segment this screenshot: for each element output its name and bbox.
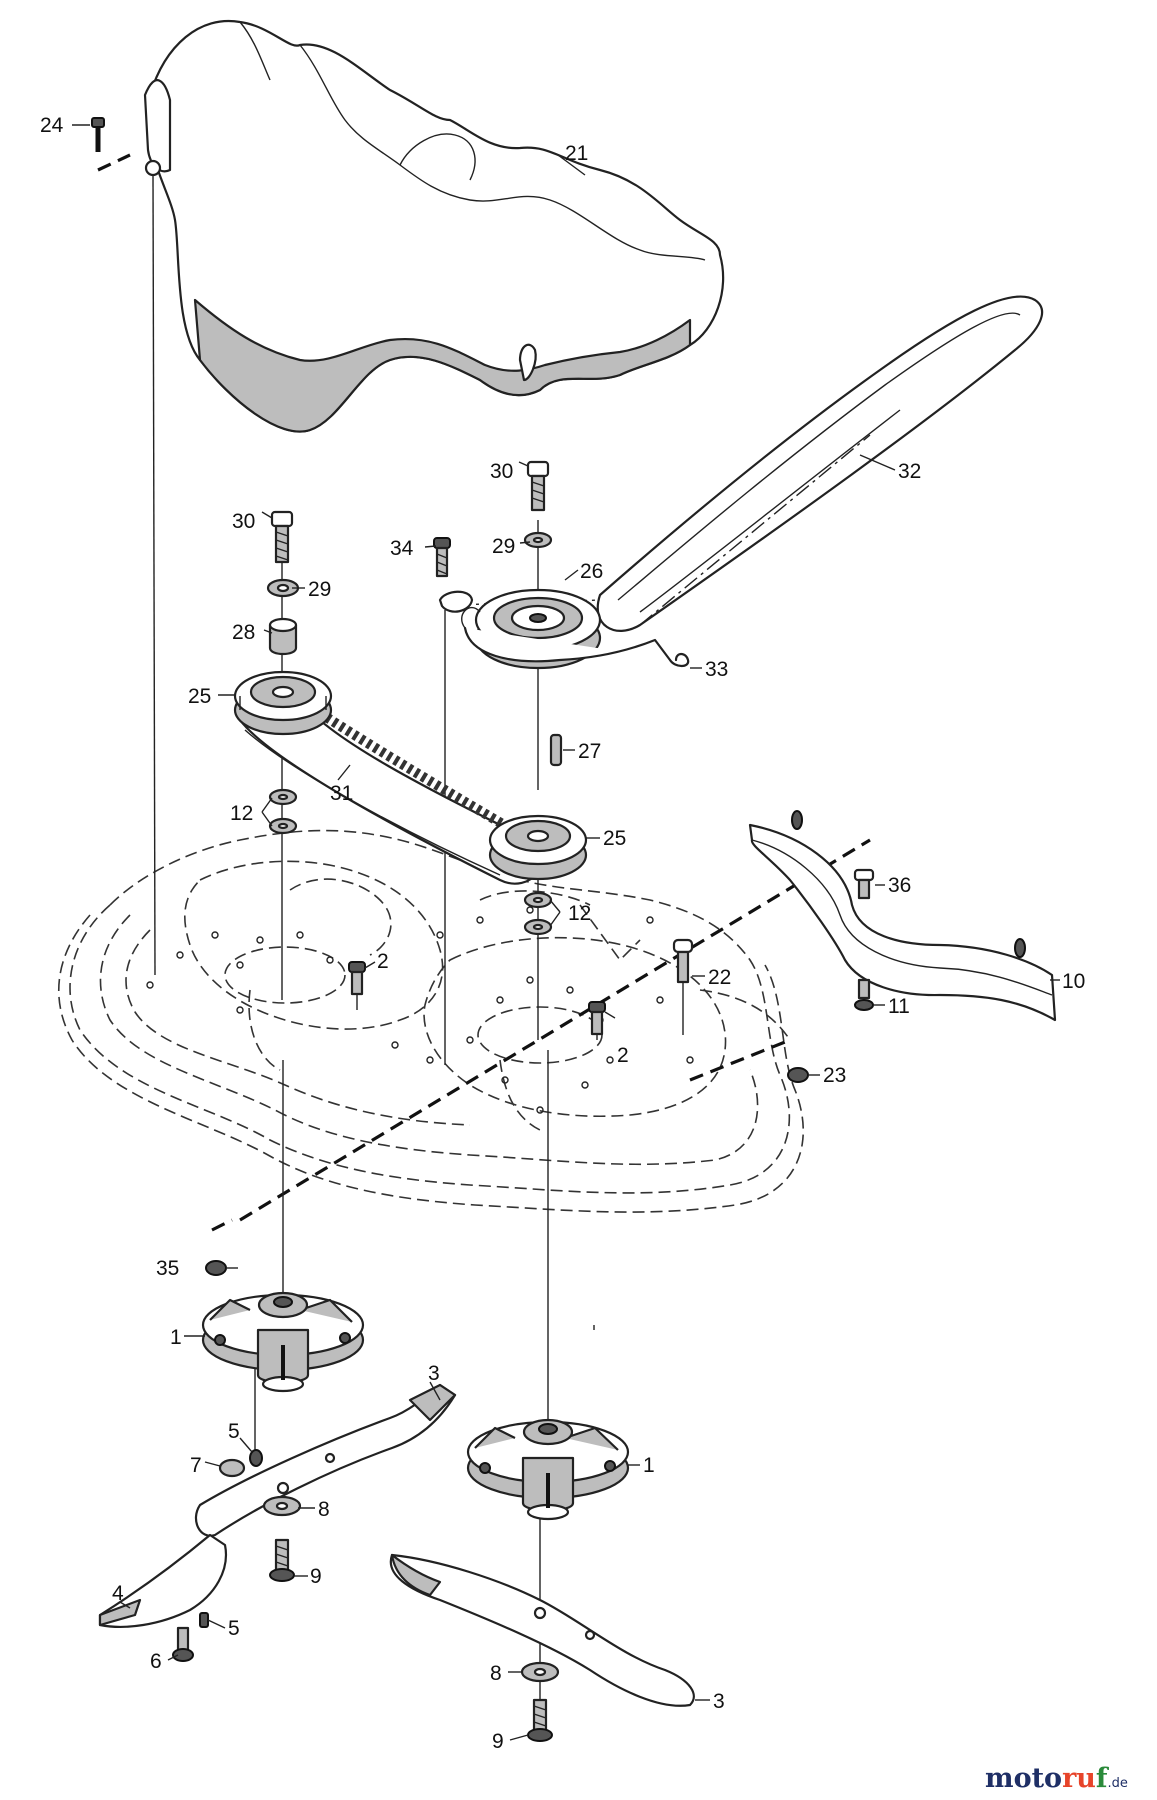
callout-leaders <box>72 124 1060 1741</box>
bolt-30-right <box>526 460 550 512</box>
callout-33: 33 <box>705 658 728 681</box>
callout-22: 22 <box>708 966 731 989</box>
bracket-12-right <box>549 899 561 927</box>
pulley-25-left <box>233 670 333 736</box>
callout-23: 23 <box>823 1064 846 1087</box>
callout-27: 27 <box>578 740 601 763</box>
callout-5-lower: 5 <box>228 1617 240 1640</box>
spring-33 <box>461 606 690 668</box>
bolt-34 <box>433 537 474 613</box>
callout-3-right: 3 <box>713 1690 725 1713</box>
watermark-part-a: moto <box>985 1763 1062 1794</box>
callout-1-right: 1 <box>643 1454 655 1477</box>
callout-29-right: 29 <box>492 535 515 558</box>
screw-11 <box>854 978 874 1011</box>
callout-7: 7 <box>190 1454 202 1477</box>
screw-36 <box>853 868 875 900</box>
nut-7 <box>218 1458 246 1478</box>
nut-35 <box>205 1260 227 1276</box>
washer-29-right <box>523 531 553 549</box>
callout-32: 32 <box>898 460 921 483</box>
callout-12-left: 12 <box>230 802 253 825</box>
callout-4: 4 <box>112 1582 124 1605</box>
mower-deck <box>57 829 805 1213</box>
washers-12-right <box>523 891 553 936</box>
spacer-28 <box>268 617 298 656</box>
callout-5-upper: 5 <box>228 1420 240 1443</box>
callout-2-right: 2 <box>617 1044 629 1067</box>
callout-24: 24 <box>40 114 64 137</box>
callout-2-left: 2 <box>377 950 389 973</box>
bolt-2-right <box>588 1001 606 1036</box>
washer-8-right <box>520 1661 560 1683</box>
callout-29-left: 29 <box>308 578 331 601</box>
callout-26: 26 <box>580 560 603 583</box>
watermark-suffix: .de <box>1108 1776 1128 1791</box>
alignment-lines <box>97 153 871 1232</box>
callout-36: 36 <box>888 874 911 897</box>
blade-4-left <box>98 1533 228 1628</box>
spindle-housing-left <box>201 1291 365 1393</box>
baffle-10 <box>748 810 1057 1022</box>
callout-21: 21 <box>565 142 588 165</box>
callout-30-left: 30 <box>232 510 255 533</box>
callout-34: 34 <box>390 537 414 560</box>
svg-text:motoruf.de: motoruf.de <box>985 1763 1128 1794</box>
blade-3-right <box>389 1553 695 1707</box>
bolt-2-left <box>348 961 366 996</box>
callout-8-left: 8 <box>318 1498 330 1521</box>
bolt-24 <box>91 117 105 152</box>
drive-belt <box>596 295 1044 632</box>
callout-25-right: 25 <box>603 827 626 850</box>
spindle-housing-right <box>466 1418 630 1521</box>
bracket-12-left <box>261 797 273 827</box>
bolt-9-right <box>527 1698 553 1742</box>
callout-28: 28 <box>232 621 255 644</box>
pulley-25-right <box>488 814 588 881</box>
callout-6: 6 <box>150 1650 162 1673</box>
washers-12-left <box>268 788 298 835</box>
callout-1-left: 1 <box>170 1326 182 1349</box>
callout-9-right: 9 <box>492 1730 504 1753</box>
bolt-9-left <box>269 1538 295 1582</box>
belt-cover <box>143 19 725 433</box>
bolt-30-left <box>270 510 294 564</box>
callout-25-left: 25 <box>188 685 211 708</box>
callout-12-right: 12 <box>568 902 591 925</box>
callout-31: 31 <box>330 782 353 805</box>
callout-8-right: 8 <box>490 1662 502 1685</box>
screw-5-upper <box>249 1449 263 1467</box>
washer-8-left <box>262 1495 302 1517</box>
bolt-6 <box>172 1626 194 1662</box>
washer-29-left <box>266 578 300 598</box>
nut-23 <box>787 1067 809 1083</box>
callout-9-left: 9 <box>310 1565 322 1588</box>
callout-10: 10 <box>1062 970 1085 993</box>
blade-3-left <box>194 1383 457 1537</box>
watermark-part-b: ru <box>1062 1763 1096 1794</box>
callout-11: 11 <box>888 995 910 1018</box>
bolt-22 <box>672 938 694 984</box>
callout-35: 35 <box>156 1257 179 1280</box>
callout-30-right: 30 <box>490 460 513 483</box>
screw-5-lower <box>199 1612 209 1628</box>
callout-labels: 24 21 32 30 29 26 33 27 34 30 29 28 25 3… <box>40 114 1085 1753</box>
callout-3-left: 3 <box>428 1362 440 1385</box>
watermark-logo: motoruf.de <box>985 1763 1128 1794</box>
watermark-part-c: f <box>1096 1763 1110 1794</box>
pin-27 <box>549 733 563 767</box>
